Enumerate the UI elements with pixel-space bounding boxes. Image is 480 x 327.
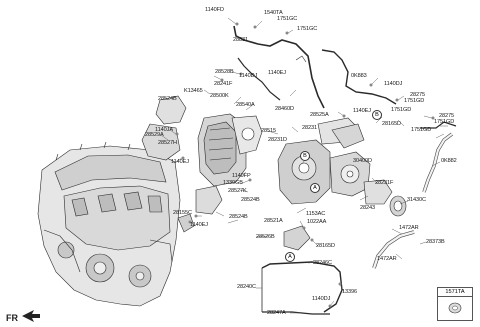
front-label: FR	[6, 313, 18, 323]
part-label-1140fd: 1140FD	[205, 7, 224, 13]
part-label-31430c: 31430C	[407, 197, 426, 203]
part-label-1540ta: 1540TA	[264, 10, 283, 16]
fasteners	[175, 22, 435, 308]
part-label-1472ar-b: 1472AR	[377, 256, 397, 262]
part-label-28246c: 28246C	[313, 260, 332, 266]
part-label-28525a: 28525A	[310, 112, 329, 118]
part-label-1140ej-left: 1140EJ	[171, 159, 189, 165]
part-label-1140ej-low: 1140EJ	[190, 222, 208, 228]
grommet-icon	[448, 302, 462, 314]
part-label-1022aa: 1022AA	[307, 219, 327, 225]
part-label-28524b-top: 28524B	[158, 96, 177, 102]
part-label-28526b: 28526B	[256, 234, 275, 240]
part-label-28247a: 28247A	[267, 310, 286, 316]
part-label-k13465: K13465	[184, 88, 203, 94]
part-label-1140ej-mid: 1140EJ	[353, 108, 371, 114]
part-label-28155c: 28155C	[173, 210, 192, 216]
callout-a-lower: A	[285, 252, 295, 262]
callout-a-upper: A	[310, 183, 320, 193]
part-label-1140dj-r: 1140DJ	[384, 81, 403, 87]
part-label-28240c: 28240C	[237, 284, 256, 290]
part-label-28524b-mid: 28524B	[241, 197, 260, 203]
part-label-28275: 28275	[410, 92, 426, 98]
inset-part-number: 1571TA	[438, 288, 472, 297]
part-label-1140fp: 1140FP	[232, 173, 251, 179]
part-label-28231d: 28231D	[268, 137, 287, 143]
part-label-0k882: 0K882	[441, 158, 457, 164]
part-label-1751gd-c: 1751GD	[434, 119, 455, 125]
part-label-28243: 28243	[360, 205, 376, 211]
coolant-hoses-illustration	[372, 132, 454, 269]
part-label-1751gd-d: 1751GD	[411, 127, 432, 133]
part-label-1751gc-2: 1751GC	[297, 26, 318, 32]
part-label-28165d-b: 28165D	[316, 243, 335, 249]
part-label-1339gb: 1339GB	[223, 180, 243, 186]
part-label-1153ac: 1153AC	[306, 211, 326, 217]
part-label-28460d: 28460D	[275, 106, 294, 112]
part-label-1140dj-top: 1140DJ	[239, 73, 258, 79]
inset-part-box: 1571TA	[437, 287, 473, 321]
part-label-1751gd: 1751GD	[404, 98, 425, 104]
part-label-1140ej-top: 1140EJ	[268, 70, 286, 76]
part-label-28231: 28231	[302, 125, 318, 131]
part-label-28241f: 28241F	[214, 81, 233, 87]
front-orientation-indicator: FR	[6, 308, 18, 326]
part-label-1472ar-a: 1472AR	[399, 225, 419, 231]
part-label-28524b-low: 28524B	[229, 214, 248, 220]
exhaust-manifold-illustration	[141, 95, 263, 187]
part-label-28515: 28515	[261, 128, 277, 134]
part-label-13396: 13396	[342, 289, 358, 295]
part-label-28831: 28831	[233, 37, 249, 43]
part-label-1140ja: 1140JA	[155, 127, 173, 133]
part-label-28275-b: 28275	[439, 113, 455, 119]
part-label-1751gd-b: 1751GD	[391, 107, 412, 113]
oil-return-line-illustration	[261, 261, 343, 315]
callout-b-right: B	[372, 110, 382, 120]
part-label-28540a: 28540A	[236, 102, 255, 108]
part-label-1751gc: 1751GC	[277, 16, 298, 22]
part-label-28231f: 28231F	[375, 180, 394, 186]
engine-block-illustration	[37, 141, 181, 307]
callout-b-upper: B	[300, 151, 310, 161]
part-label-28521a: 28521A	[264, 218, 283, 224]
part-label-28528b: 28528B	[215, 69, 234, 75]
part-label-1140dj-low: 1140DJ	[312, 296, 331, 302]
part-label-28527k: 28527K	[228, 188, 247, 194]
part-label-28373b: 28373B	[426, 239, 445, 245]
oil-feed-pipes-illustration	[233, 25, 457, 129]
front-arrow-icon	[22, 310, 40, 322]
part-label-0k883: 0K883	[351, 73, 367, 79]
part-label-28527h: 28527H	[158, 140, 177, 146]
part-label-30400d: 30400D	[353, 158, 372, 164]
support-brackets-illustration	[177, 123, 365, 251]
part-label-28529a: 28529A	[145, 132, 164, 138]
part-label-28500k: 28500K	[210, 93, 229, 99]
part-label-28165d-r: 28165D	[382, 121, 401, 127]
